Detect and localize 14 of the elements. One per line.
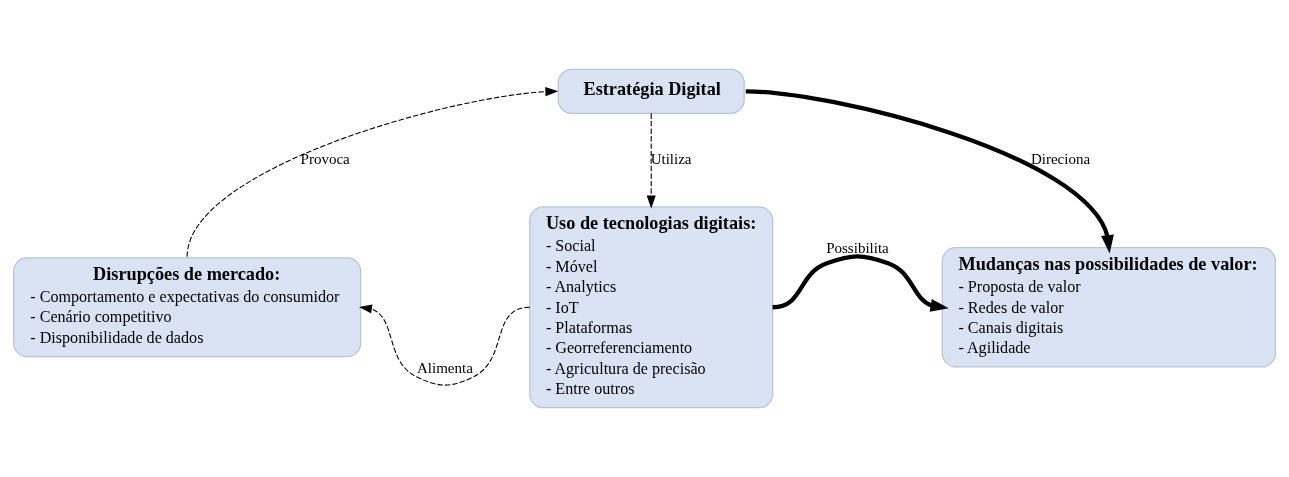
arrow [186,87,559,258]
edge-label: Utiliza [650,151,692,168]
edge-label: Alimenta [416,360,473,376]
arrow [359,304,531,386]
node-box: Disrupções de mercado: - Comportamento e expectativas do consumidor - Cenário competitivo - Disponibilidade de dados [12,257,362,358]
arrow [772,254,949,312]
arrow [646,112,656,209]
node-box: Estratégia Digital [557,68,745,114]
edge-label: Provoca [300,151,350,168]
node-box: Mudanças nas possibilidades de valor: - Proposta de valor - Redes de valor - Canais digitais - Agilidade [941,247,1277,368]
node-box: Uso de tecnologias digitais: - Social - Móvel - Analytics - IoT - Plataformas - Georreferenciamento - Agricultura de precisão - Entre outros [529,206,774,409]
edge-label: Direciona [1030,151,1091,168]
arrow [745,89,1114,254]
edge-label: Possibilita [826,239,889,256]
